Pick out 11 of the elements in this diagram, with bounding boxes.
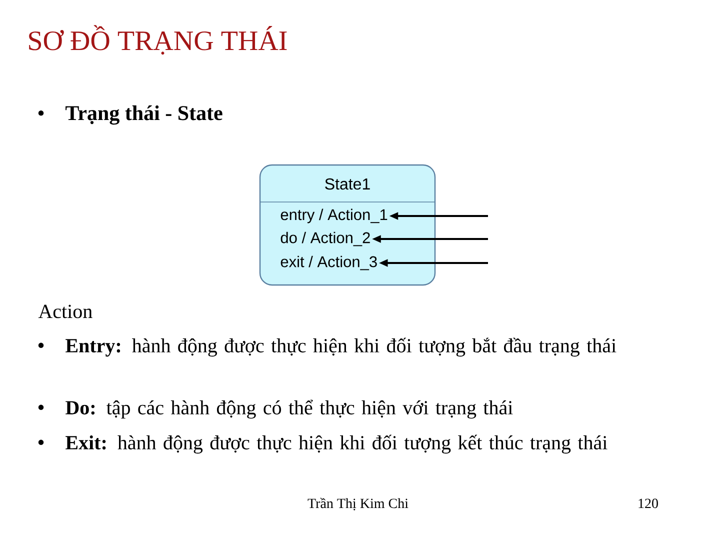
slide-text: Exit: hành động được thực hiện khi đối tượng kết thúc trạng thái bbox=[66, 434, 608, 454]
slide-text: Trần Thị Kim Chi bbox=[308, 498, 408, 510]
slide-text: Entry: hành động được thực hiện khi đối tượng bắt đầu trạng thái bbox=[66, 338, 616, 357]
action-text: entry / Action_1 bbox=[280, 208, 388, 224]
slide-text: Action bbox=[38, 304, 92, 318]
slide-title: SƠ ĐỒ TRẠNG THÁI bbox=[29, 25, 287, 55]
slide-text: 120 bbox=[638, 498, 658, 508]
action-text: exit / Action_3 bbox=[280, 256, 377, 270]
slide-text: Trạng thái - State bbox=[66, 105, 222, 125]
slide-text: Do: tập các hành động có thể thực hiện với trạng thái bbox=[66, 400, 513, 419]
action-text: do / Action_2 bbox=[280, 232, 370, 246]
